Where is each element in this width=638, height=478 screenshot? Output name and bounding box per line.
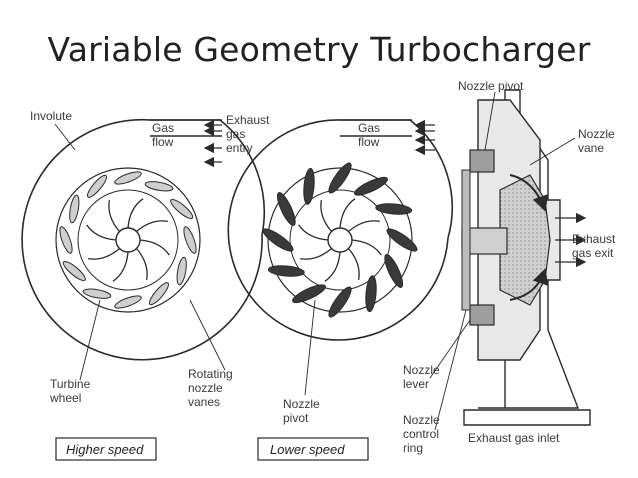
nozzle-vane bbox=[292, 284, 326, 304]
turbine-blade bbox=[127, 198, 144, 229]
turbine-blade bbox=[108, 199, 120, 232]
label-nozzle-pivot-top: Nozzle pivot bbox=[458, 79, 524, 93]
nozzle-vane bbox=[114, 295, 142, 309]
nozzle-vane bbox=[365, 275, 377, 313]
vane-ring-inner-left bbox=[77, 189, 179, 291]
label-nozzle-vane: Nozzle vane bbox=[578, 127, 618, 155]
svg-text:Lower speed: Lower speed bbox=[270, 442, 345, 457]
turbine-blade bbox=[348, 248, 360, 281]
nozzle-vane bbox=[328, 286, 352, 318]
label-gas-flow-right: Gas flow bbox=[358, 121, 383, 149]
leader-lines bbox=[54, 91, 576, 431]
nozzle-vane bbox=[375, 203, 413, 215]
label-exhaust-gas-inlet: Exhaust gas inlet bbox=[468, 431, 560, 445]
label-nozzle-pivot-bottom: Nozzle pivot bbox=[283, 397, 323, 425]
turbine-blade bbox=[136, 220, 169, 232]
nozzle-vane bbox=[170, 198, 194, 220]
label-nozzle-lever: Nozzle lever bbox=[403, 363, 443, 391]
turbine-blade bbox=[299, 248, 332, 260]
slide-title: Variable Geometry Turbocharger bbox=[47, 30, 591, 69]
turbine-blade bbox=[136, 248, 148, 281]
turbine-wheel-left bbox=[86, 198, 170, 282]
vane-ring-inner-right bbox=[289, 189, 391, 291]
nozzle-vane bbox=[62, 260, 86, 282]
exhaust-inlet-duct-outer bbox=[463, 409, 591, 426]
rotating-nozzle-vanes-right bbox=[262, 162, 418, 318]
nozzle-vane bbox=[276, 192, 296, 226]
vane-ring-outer-left bbox=[55, 167, 201, 313]
nozzle-vane bbox=[86, 174, 108, 198]
involute-housing-left bbox=[21, 118, 266, 361]
hub-right bbox=[327, 227, 353, 253]
label-gas-flow-left: Gas flow bbox=[152, 121, 177, 149]
nozzle-vane bbox=[386, 228, 418, 252]
turbine-blade bbox=[87, 248, 120, 260]
hub-left bbox=[115, 227, 141, 253]
nozzle-vane bbox=[144, 181, 174, 192]
turbine-blade bbox=[339, 198, 356, 229]
label-exhaust-gas-entry: Exhaust gas entry bbox=[226, 113, 273, 155]
nozzle-vane bbox=[183, 226, 197, 254]
turbine-blade bbox=[112, 251, 129, 282]
nozzle-vane bbox=[59, 226, 73, 254]
label-exhaust-gas-exit: Exhaust gas exit bbox=[572, 232, 619, 260]
nozzle-vane bbox=[82, 288, 112, 299]
label-turbine-wheel: Turbine wheel bbox=[49, 377, 94, 405]
turbine-lower-speed bbox=[227, 119, 453, 341]
nozzle-vane bbox=[69, 194, 80, 224]
turbine-blade bbox=[298, 224, 329, 241]
label-involute: Involute bbox=[30, 109, 72, 123]
label-nozzle-control-ring: Nozzle control ring bbox=[403, 413, 443, 455]
nozzle-vane bbox=[148, 282, 170, 306]
turbine-higher-speed bbox=[21, 118, 266, 361]
nozzle-vane bbox=[262, 228, 294, 252]
nozzle-vane bbox=[114, 171, 142, 185]
nozzle-pivot-upper bbox=[469, 149, 495, 173]
turbine-blade bbox=[139, 239, 170, 256]
rotating-nozzle-vanes-left bbox=[59, 171, 197, 309]
turbine-blade bbox=[351, 239, 382, 256]
nozzle-vane bbox=[303, 167, 315, 205]
vane-ring-outer-right bbox=[267, 167, 413, 313]
cross-section bbox=[461, 89, 591, 426]
nozzle-vane bbox=[267, 265, 305, 277]
involute-housing-right bbox=[227, 119, 453, 341]
nozzle-vane bbox=[328, 162, 352, 194]
turbine-blade bbox=[86, 224, 117, 241]
turbine-blade bbox=[348, 220, 381, 232]
nozzle-vane bbox=[384, 254, 404, 288]
caption-lower-speed: Lower speed bbox=[257, 437, 369, 461]
turbine-blade bbox=[320, 199, 332, 232]
flow-arrow-lower bbox=[509, 268, 548, 301]
nozzle-vane bbox=[354, 176, 388, 196]
svg-text:Higher speed: Higher speed bbox=[66, 442, 144, 457]
label-rotating-nozzle-vanes: Rotating nozzle vanes bbox=[188, 367, 236, 409]
caption-higher-speed: Higher speed bbox=[55, 437, 157, 461]
nozzle-vane bbox=[176, 256, 187, 286]
nozzle-pivot-lower bbox=[469, 304, 495, 326]
turbine-blade bbox=[324, 251, 341, 282]
turbine-wheel-right bbox=[298, 198, 382, 282]
flow-arrow-upper bbox=[509, 174, 548, 212]
control-ring bbox=[461, 169, 471, 311]
gas-flow-arrows bbox=[203, 119, 435, 168]
